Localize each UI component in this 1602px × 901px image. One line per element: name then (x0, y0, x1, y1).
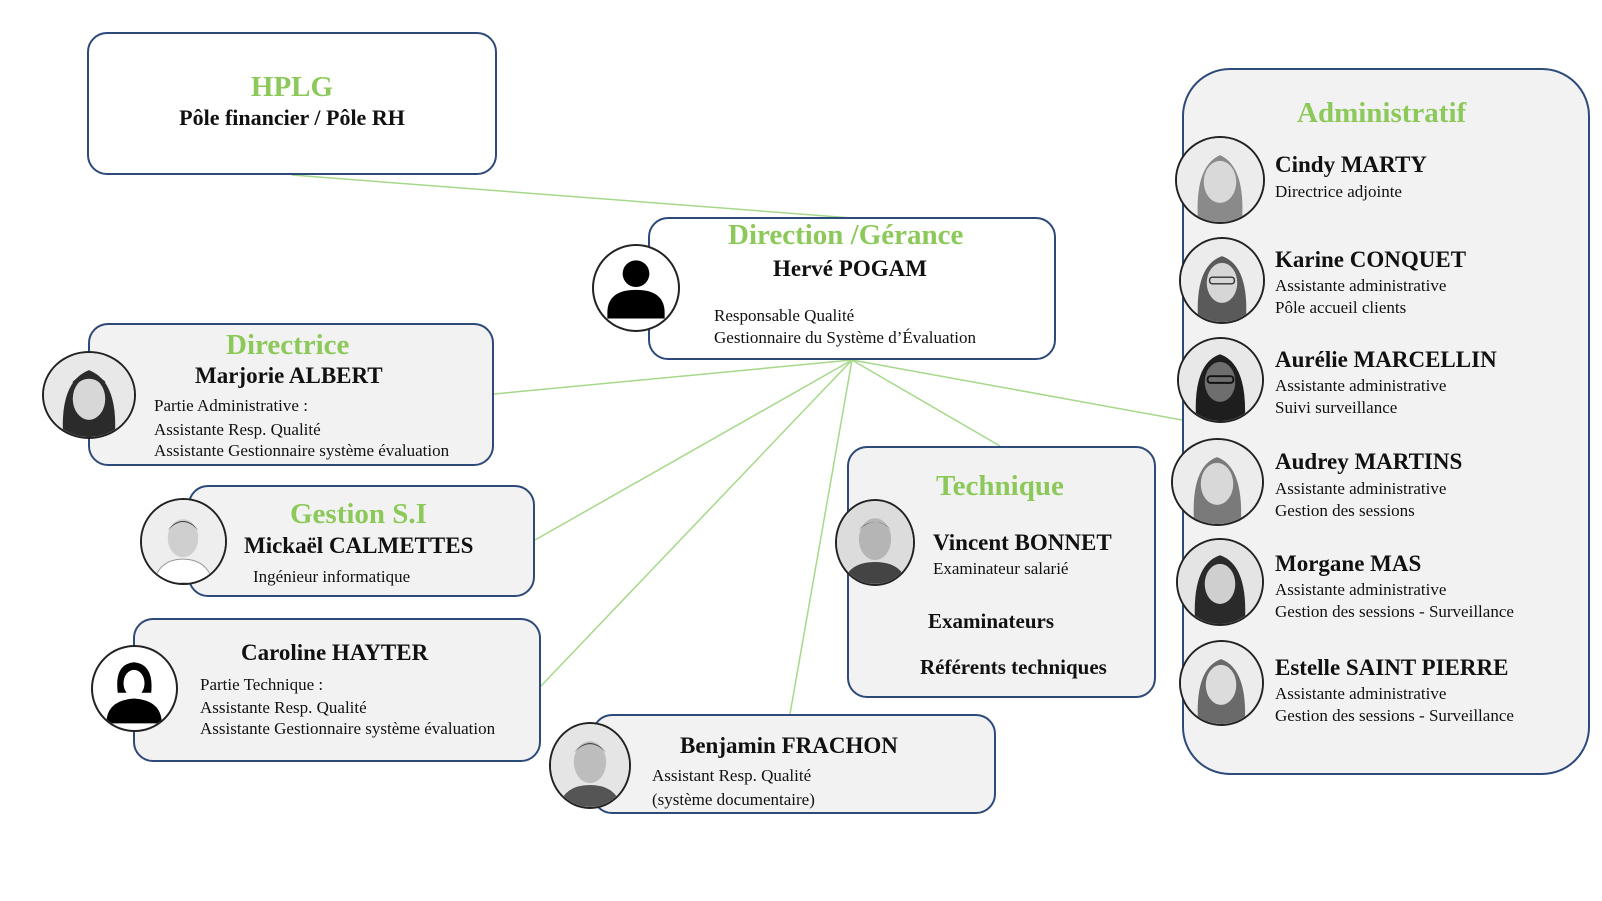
avatar-vincent-bonnet (835, 499, 915, 586)
woman-silhouette-icon (91, 645, 178, 732)
avatar-morgane-mas (1176, 538, 1264, 626)
admin-member-name-0: Cindy MARTY (1275, 152, 1427, 177)
direction-line-2: Gestionnaire du Système d’Évaluation (714, 328, 977, 347)
avatar-cindy-marty (1175, 136, 1265, 224)
benjamin-line-2: (système documentaire) (652, 790, 815, 809)
technique-group-examinateurs: Examinateurs (928, 609, 1054, 633)
technique-role: Examinateur salarié (933, 559, 1069, 578)
benjamin-name: Benjamin FRACHON (680, 733, 898, 758)
direction-title: Direction /Gérance (728, 219, 964, 251)
caroline-name: Caroline HAYTER (241, 640, 429, 665)
avatar-karine-conquet (1179, 237, 1265, 324)
directrice-box (88, 323, 494, 466)
admin-member-line-1-0: Assistante administrative (1275, 276, 1447, 295)
directrice-title: Directrice (226, 329, 350, 361)
hplg-box (87, 32, 497, 175)
avatar-audrey-martins (1171, 438, 1264, 526)
avatar-aurelie-marcellin (1177, 337, 1264, 423)
directrice-line-1: Partie Administrative : (154, 396, 308, 415)
person-silhouette-icon (592, 244, 680, 332)
direction-line-1: Responsable Qualité (714, 306, 855, 325)
administratif-title: Administratif (1297, 97, 1467, 129)
directrice-name: Marjorie ALBERT (195, 363, 383, 388)
connector-administratif (851, 359, 1183, 421)
directrice-line-3: Assistante Gestionnaire système évaluati… (154, 441, 450, 460)
caroline-line-2: Assistante Resp. Qualité (200, 698, 367, 717)
avatar-benjamin-frachon (549, 722, 631, 809)
gestion-si-name: Mickaël CALMETTES (244, 533, 474, 558)
admin-member-line-3-0: Assistante administrative (1275, 479, 1447, 498)
admin-member-line-4-0: Assistante administrative (1275, 580, 1447, 599)
technique-group-referents: Référents techniques (920, 655, 1107, 679)
admin-member-line-5-0: Assistante administrative (1275, 684, 1447, 703)
hplg-title: HPLG (250, 71, 334, 103)
admin-member-line-4-1: Gestion des sessions - Surveillance (1275, 602, 1514, 621)
connector-benjamin (789, 359, 853, 715)
admin-member-line-0-0: Directrice adjointe (1275, 182, 1402, 201)
avatar-mickael-calmettes (140, 498, 227, 585)
hplg-subtitle: Pôle financier / Pôle RH (179, 105, 405, 130)
admin-member-name-1: Karine CONQUET (1275, 247, 1467, 272)
gestion-si-box (188, 485, 535, 597)
directrice-line-2: Assistante Resp. Qualité (154, 420, 321, 439)
connector-directrice (493, 359, 853, 395)
technique-box (847, 446, 1156, 698)
caroline-box (133, 618, 541, 762)
caroline-line-1: Partie Technique : (200, 675, 324, 694)
gestion-si-title: Gestion S.I (290, 498, 427, 530)
admin-member-line-3-1: Gestion des sessions (1275, 501, 1415, 520)
connector-caroline (539, 359, 853, 688)
admin-member-line-2-1: Suivi surveillance (1275, 398, 1398, 417)
technique-name: Vincent BONNET (933, 530, 1112, 555)
connector-hplg (291, 174, 853, 219)
avatar-marjorie-albert (42, 351, 136, 439)
technique-title: Technique (936, 470, 1064, 502)
avatar-estelle-saint-pierre (1179, 640, 1264, 726)
admin-member-name-2: Aurélie MARCELLIN (1275, 347, 1497, 372)
direction-name: Hervé POGAM (773, 256, 927, 281)
admin-member-name-4: Morgane MAS (1275, 551, 1422, 576)
gestion-si-line-1: Ingénieur informatique (253, 567, 411, 586)
admin-member-line-1-1: Pôle accueil clients (1275, 298, 1407, 317)
caroline-line-3: Assistante Gestionnaire système évaluati… (200, 719, 496, 738)
admin-member-line-5-1: Gestion des sessions - Surveillance (1275, 706, 1514, 725)
admin-member-name-5: Estelle SAINT PIERRE (1275, 655, 1509, 680)
connector-technique (851, 359, 1001, 447)
admin-member-line-2-0: Assistante administrative (1275, 376, 1447, 395)
connector-gestion-si (534, 359, 853, 541)
benjamin-line-1: Assistant Resp. Qualité (652, 766, 812, 785)
direction-box (648, 217, 1056, 360)
admin-member-name-3: Audrey MARTINS (1275, 449, 1463, 474)
